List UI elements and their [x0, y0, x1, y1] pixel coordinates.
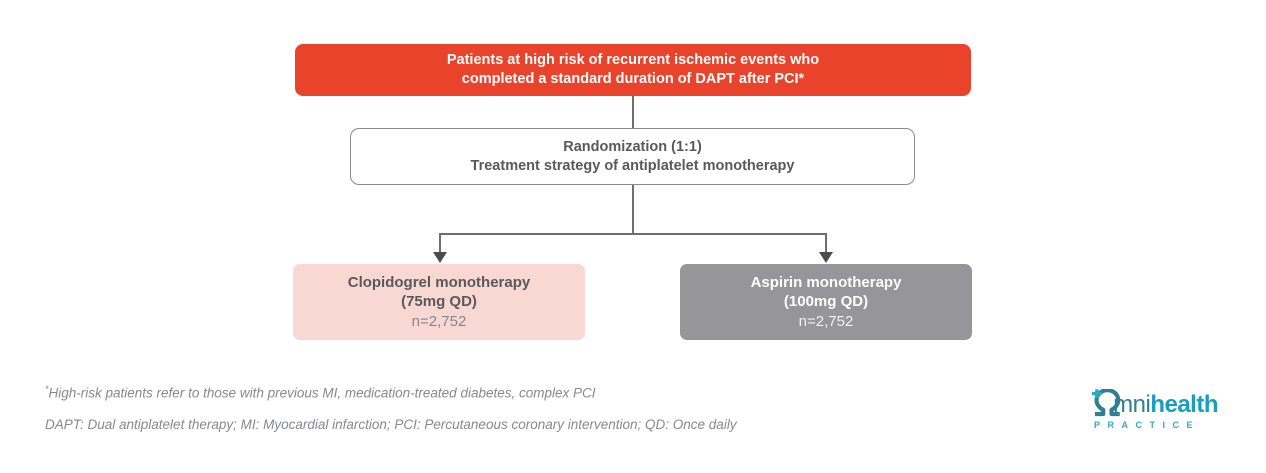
aspirin-arm-box: Aspirin monotherapy (100mg QD) n=2,752: [680, 264, 972, 340]
randomization-line-2: Treatment strategy of antiplatelet monot…: [470, 157, 795, 174]
clopidogrel-arm-n: n=2,752: [411, 312, 467, 330]
clopidogrel-arm-title: Clopidogrel monotherapy: [347, 273, 531, 291]
aspirin-arm-n: n=2,752: [798, 312, 854, 330]
randomization-box: Randomization (1:1) Treatment strategy o…: [350, 128, 915, 185]
aspirin-arm-title: Aspirin monotherapy: [750, 273, 902, 291]
clopidogrel-arm-box: Clopidogrel monotherapy (75mg QD) n=2,75…: [293, 264, 585, 340]
logo-tagline: PRACTICE: [1094, 420, 1201, 430]
connector-line-middle: [632, 185, 634, 234]
connector-stub-right: [825, 233, 827, 253]
footnote-high-risk-text: High-risk patients refer to those with p…: [48, 385, 596, 401]
footnote-abbreviations: DAPT: Dual antiplatelet therapy; MI: Myo…: [45, 417, 737, 432]
logo-text-health: health: [1150, 391, 1218, 418]
randomization-line-1: Randomization (1:1): [563, 138, 702, 155]
clopidogrel-arm-dose: (75mg QD): [401, 293, 477, 311]
population-line-2: completed a standard duration of DAPT af…: [461, 71, 805, 87]
population-box: Patients at high risk of recurrent ische…: [295, 44, 971, 96]
footnote-asterisk: *: [45, 384, 49, 394]
connector-line-top: [632, 96, 634, 128]
omega-plus-logo-icon: [1092, 389, 1121, 418]
footnote-high-risk: *High-risk patients refer to those with …: [45, 384, 596, 401]
population-line-1: Patients at high risk of recurrent ische…: [446, 52, 820, 68]
aspirin-arm-dose: (100mg QD): [783, 293, 869, 311]
arrow-down-icon: [819, 252, 833, 263]
arrow-down-icon: [433, 252, 447, 263]
connector-stub-left: [439, 233, 441, 253]
connector-line-horizontal: [439, 233, 827, 235]
